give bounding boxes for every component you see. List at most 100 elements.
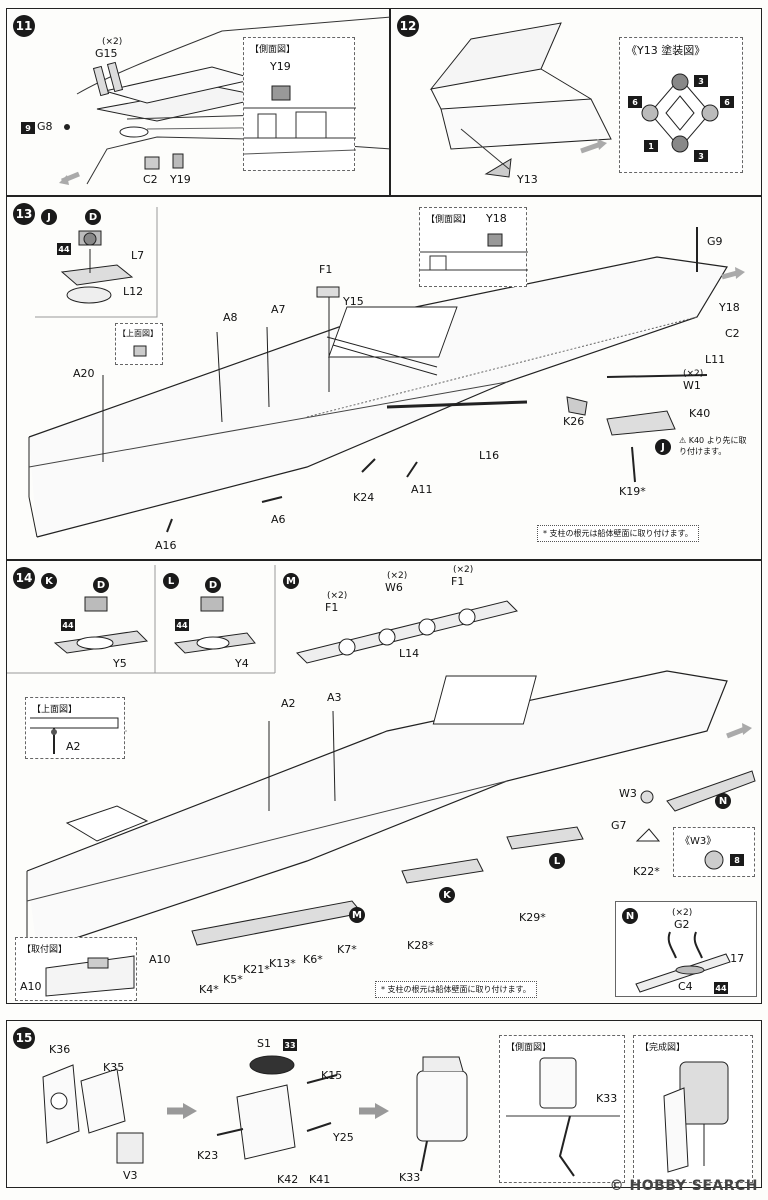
k19-label: K19* [619, 485, 646, 498]
k-paint-44-badge: 44 [61, 619, 75, 631]
sub-assembly-n-box: N (×2) G2 L17 C4 44 [615, 901, 757, 997]
k23-label: K23 [197, 1149, 219, 1162]
k6-label: K6* [303, 953, 323, 966]
a8-label: A8 [223, 311, 238, 324]
top-view-drawing [133, 345, 147, 357]
y13-label: Y13 [517, 173, 538, 186]
g8-label: G8 [37, 120, 53, 133]
y25-label: Y25 [333, 1131, 354, 1144]
step-15-complete-view: 【完成図】 [633, 1035, 753, 1183]
l16-label: L16 [479, 449, 500, 462]
f1a-qty-label: (×2) [327, 591, 348, 601]
a11-label: A11 [411, 483, 433, 496]
s1-paint-badge: 33 [283, 1039, 297, 1051]
side-view-title-13: 【側面図】 [426, 215, 472, 225]
l-paint-44-badge: 44 [175, 619, 189, 631]
sub-assembly-k-ref-marker: K [439, 887, 455, 903]
side-view-title: 【側面図】 [250, 45, 296, 55]
step-14-panel: 14 [6, 560, 762, 1004]
a6-label: A6 [271, 513, 286, 526]
complete-view-drawing [663, 1061, 729, 1173]
step-14-number: 14 [13, 567, 35, 589]
top-view-drawing-14 [30, 717, 119, 754]
y4-label: Y4 [235, 657, 249, 670]
step-11-number: 11 [13, 15, 35, 37]
warning-icon: ⚠ [679, 436, 687, 445]
sub-assembly-m-ref-marker: M [349, 907, 365, 923]
k22-label: K22* [633, 865, 660, 878]
w6-qty-label: (×2) [387, 571, 408, 581]
g8-badge: 9 [21, 122, 35, 134]
step-11-side-view: 【側面図】 Y19 [243, 37, 356, 171]
step-13-number: 13 [13, 203, 35, 225]
k5-label: K5* [223, 973, 243, 986]
v3-label: V3 [123, 1169, 138, 1182]
k4-label: K4* [199, 983, 219, 996]
k35-label: K35 [103, 1061, 125, 1074]
g2-label: G2 [674, 918, 690, 931]
paint-guide-drawing [641, 73, 719, 153]
k-d-marker: D [93, 577, 109, 593]
step-15-side-view: 【側面図】 K33 [499, 1035, 625, 1183]
a3-label: A3 [327, 691, 342, 704]
a20-label: A20 [73, 367, 95, 380]
f1a-label: F1 [325, 601, 339, 614]
w3-title: 《W3》 [680, 836, 717, 847]
complete-view-title: 【完成図】 [640, 1043, 686, 1053]
sub-assembly-j-marker: J [41, 209, 57, 225]
sub-assembly-k-marker: K [41, 573, 57, 589]
k36-label: K36 [49, 1043, 71, 1056]
step-13-drawing [28, 207, 745, 538]
l14-label: L14 [399, 647, 420, 660]
a7-label: A7 [271, 303, 286, 316]
step-14-drawing [7, 565, 756, 952]
d-marker: D [85, 209, 101, 225]
l11-label: L11 [705, 353, 726, 366]
f1b-qty-label: (×2) [453, 565, 474, 575]
paint-number-right: 6 [720, 96, 734, 108]
sub-assembly-n-ref-marker: N [715, 793, 731, 809]
paint-guide-title: 《Y13 塗装図》 [626, 44, 706, 57]
k40-label: K40 [689, 407, 711, 420]
w3-label: W3 [619, 787, 637, 800]
k26-label: K26 [563, 415, 585, 428]
step-12-drawing [429, 22, 612, 178]
w3-drawing [704, 850, 724, 870]
side-view-part-label-13: Y18 [486, 212, 507, 225]
step-14-footnote: * 支柱の根元は船体壁面に取り付けます。 [375, 981, 537, 998]
l-d-marker: D [205, 577, 221, 593]
a16-label: A16 [155, 539, 177, 552]
k33b-label: K33 [596, 1092, 618, 1105]
l7-label: L7 [131, 249, 145, 262]
c4-label: C4 [678, 980, 693, 993]
g7-label: G7 [611, 819, 627, 832]
paint-number-bottom-right: 3 [694, 150, 708, 162]
sub-assembly-m-marker: M [283, 573, 299, 589]
side-view-drawing [244, 85, 356, 155]
k41-label: K41 [309, 1173, 331, 1186]
sub-assembly-l-ref-marker: L [549, 853, 565, 869]
side-view-part-label: Y19 [270, 60, 291, 73]
step-13-panel: 13 [6, 196, 762, 560]
k28-label: K28* [407, 939, 434, 952]
k42-label: K42 [277, 1173, 299, 1186]
k13-label: K13* [269, 957, 296, 970]
side-view-drawing-15 [506, 1057, 620, 1177]
paint-number-top: 3 [694, 75, 708, 87]
w3-paint-guide: 《W3》 8 [673, 827, 755, 877]
k15-label: K15 [321, 1069, 343, 1082]
watermark: © HOBBY SEARCH [609, 1178, 758, 1194]
side-view-drawing-13 [420, 233, 528, 271]
s1-label: S1 [257, 1037, 271, 1050]
g15-qty-label: (×2) [102, 37, 123, 47]
step-15-drawing [42, 1055, 468, 1172]
c4-paint-badge: 44 [714, 982, 728, 994]
sub-assembly-n-marker: N [622, 908, 638, 924]
f1-label: F1 [319, 263, 333, 276]
w1-label: W1 [683, 379, 701, 392]
y13-paint-guide: 《Y13 塗装図》 3 6 6 1 3 [619, 37, 743, 173]
k29-label: K29* [519, 911, 546, 924]
k21-label: K21* [243, 963, 270, 976]
step-13-footnote: * 支柱の根元は船体壁面に取り付けます。 [537, 525, 699, 542]
